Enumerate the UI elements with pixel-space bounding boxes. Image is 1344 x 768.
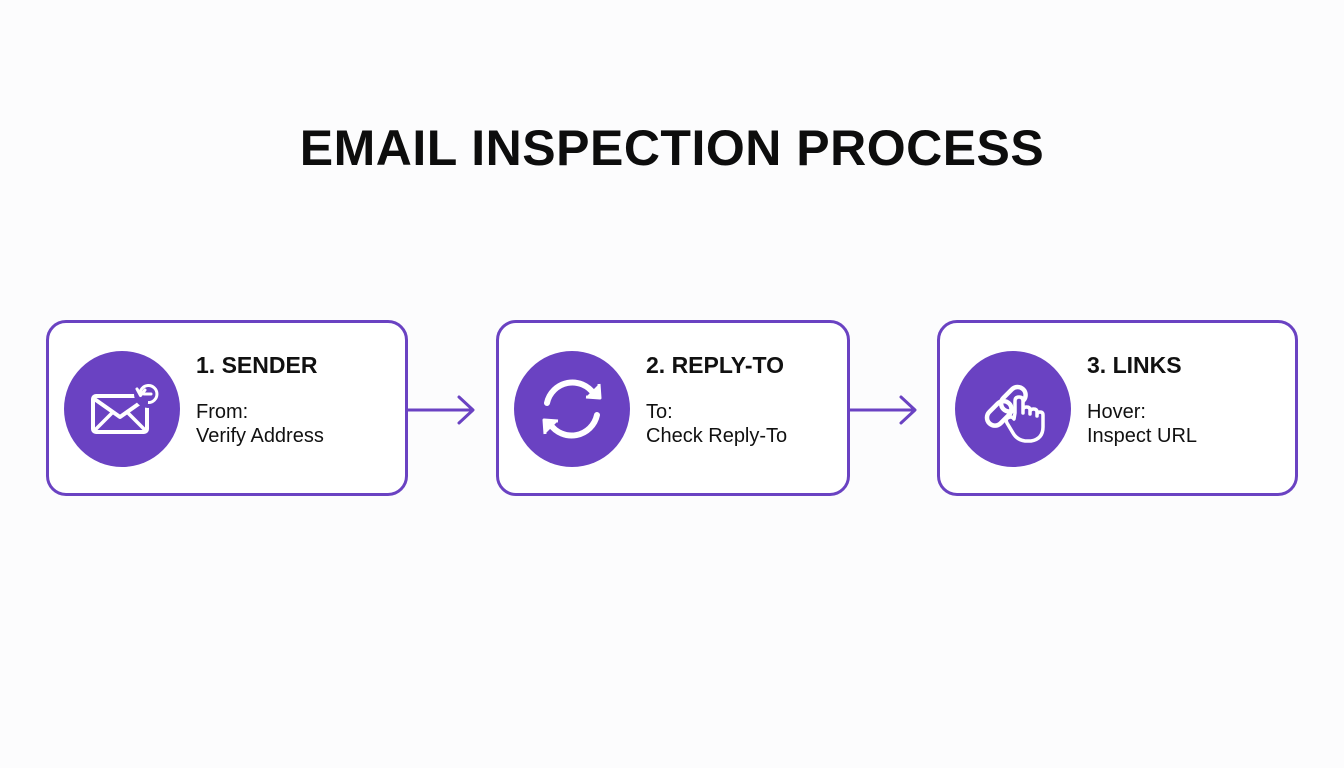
step-description: Check Reply-To — [646, 425, 788, 447]
step-label: Hover: — [1087, 401, 1146, 423]
refresh-arrows-icon — [542, 379, 602, 439]
step-icon-badge — [64, 351, 180, 467]
step-title: 1. SENDER — [196, 352, 318, 378]
connector-arrow-2 — [848, 395, 917, 425]
diagram-title: EMAIL INSPECTION PROCESS — [299, 120, 1045, 176]
step-card-sender: 1. SENDER From: Verify Address — [46, 320, 408, 496]
envelope-refresh-icon — [91, 380, 162, 434]
step-icon-badge — [955, 351, 1071, 467]
connector-arrow-1 — [406, 395, 475, 425]
step-card-reply-to: 2. REPLY-TO To: Check Reply-To — [496, 320, 850, 496]
link-pointer-icon — [984, 384, 1045, 443]
step-label: From: — [196, 401, 249, 423]
step-description: Verify Address — [196, 425, 324, 447]
step-icon-badge — [514, 351, 630, 467]
step-card-links: 3. LINKS Hover: Inspect URL — [937, 320, 1298, 496]
step-description: Inspect URL — [1087, 425, 1198, 447]
step-title: 3. LINKS — [1087, 352, 1182, 378]
step-label: To: — [646, 401, 673, 423]
step-title: 2. REPLY-TO — [646, 352, 785, 378]
